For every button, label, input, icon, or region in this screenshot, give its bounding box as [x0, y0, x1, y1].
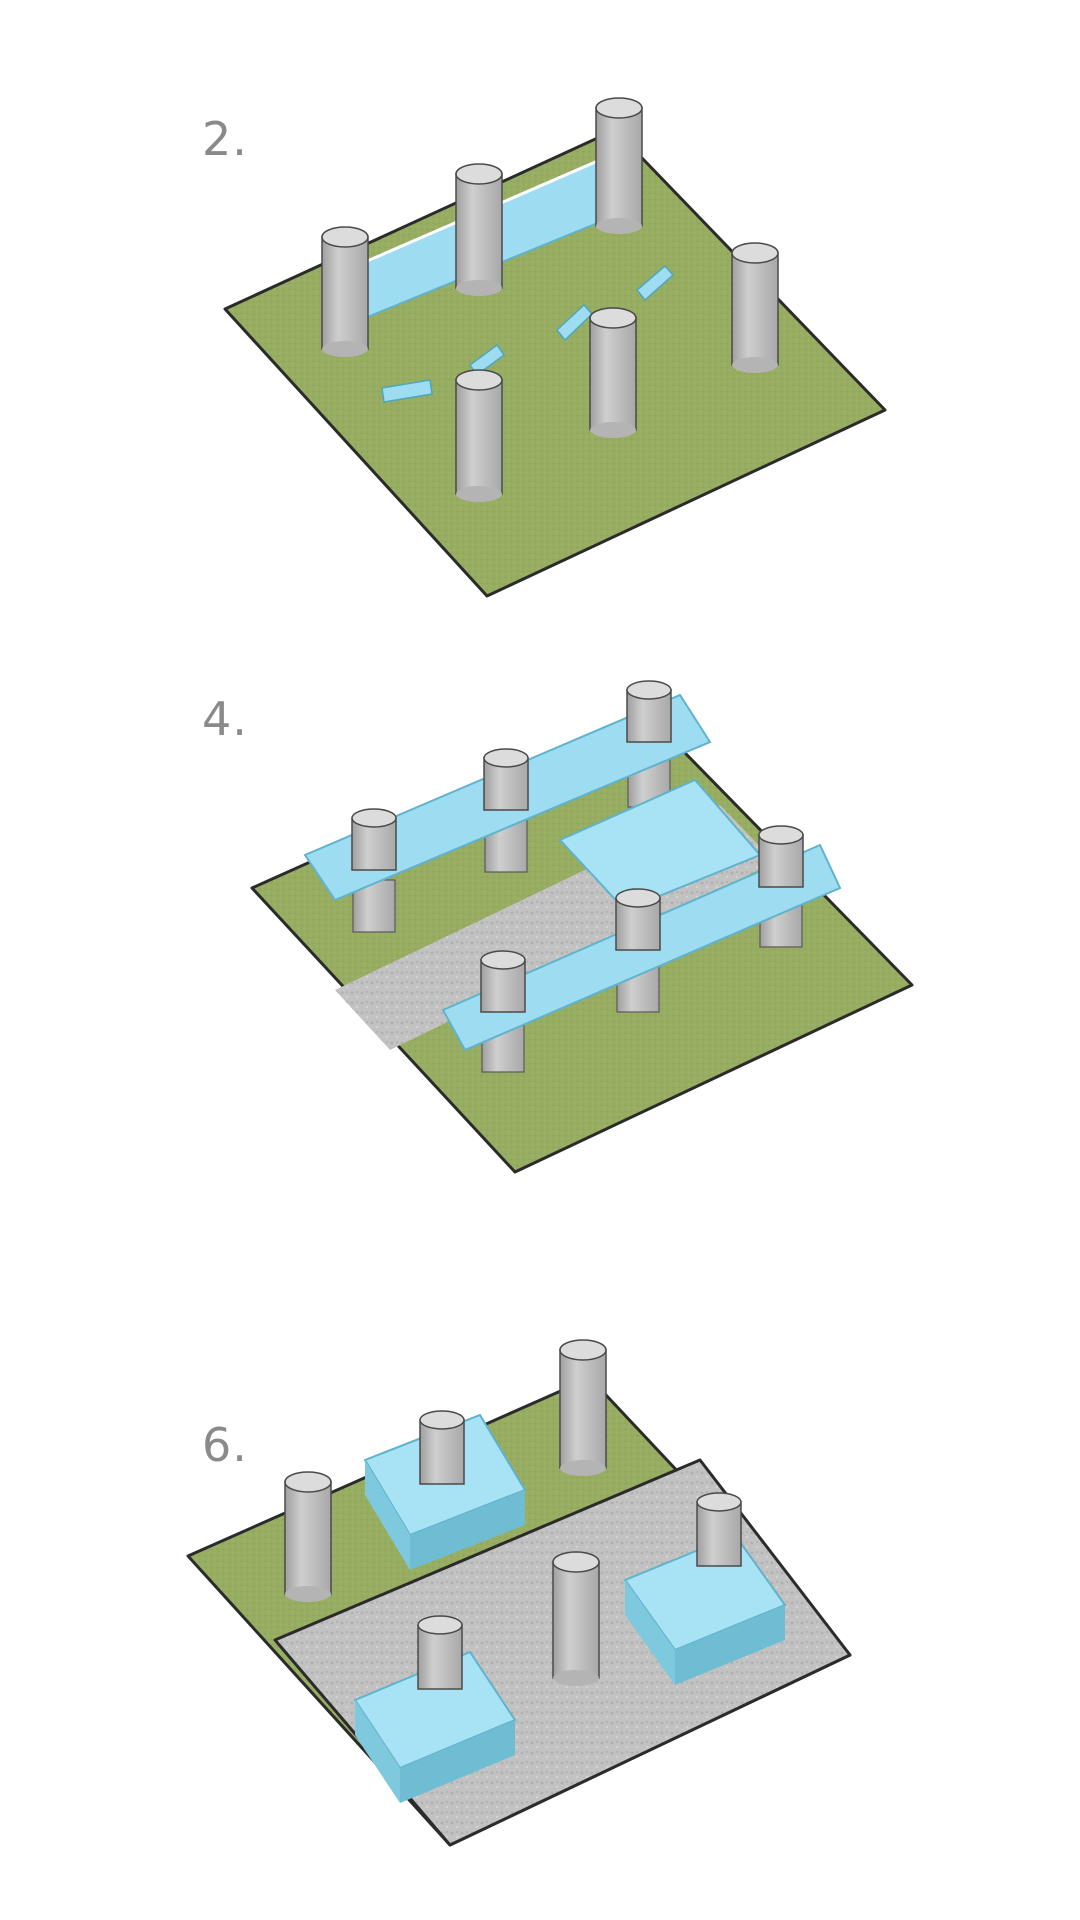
column-icon [481, 951, 525, 1012]
column-icon [759, 826, 803, 887]
column-icon [484, 749, 528, 810]
stage-4-diagram [252, 681, 912, 1172]
step-label-4: 4. [202, 692, 248, 746]
column-icon [456, 370, 502, 502]
column-icon [732, 243, 778, 373]
column-icon [596, 98, 642, 234]
step-label-6: 6. [202, 1418, 248, 1472]
column-icon [420, 1411, 464, 1484]
column-icon [456, 164, 502, 296]
stage-6-diagram [188, 1340, 850, 1845]
column-icon [553, 1552, 599, 1686]
stage-2-diagram [225, 98, 885, 596]
column-icon [285, 1472, 331, 1602]
step-label-2: 2. [202, 112, 248, 166]
column-icon [697, 1493, 741, 1566]
column-icon [418, 1616, 462, 1689]
column-icon [352, 809, 396, 870]
column-icon [627, 681, 671, 742]
column-icon [590, 308, 636, 438]
column-icon [616, 889, 660, 950]
column-icon [560, 1340, 606, 1476]
column-icon [322, 227, 368, 357]
